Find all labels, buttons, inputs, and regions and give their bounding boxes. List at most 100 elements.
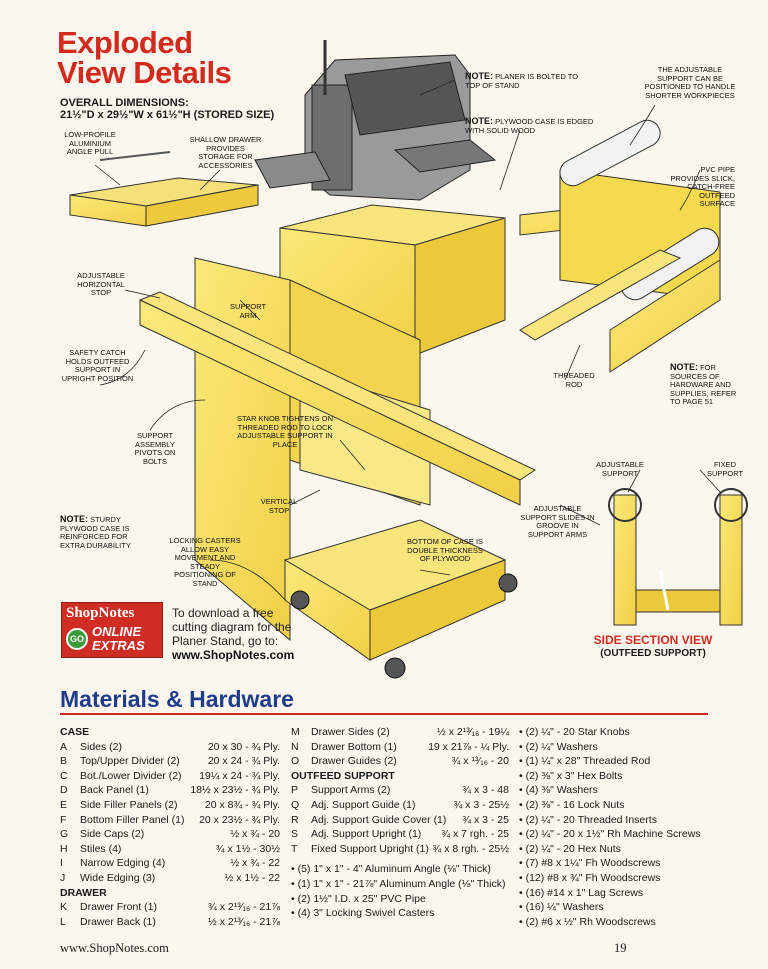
callout-safety-catch: SAFETY CATCH HOLDS OUTFEED SUPPORT IN UP… (61, 348, 134, 383)
note-sturdy-case: NOTE: STURDY PLYWOOD CASE IS REINFORCED … (60, 514, 131, 550)
callout-shallow-drawer: SHALLOW DRAWER PROVIDES STORAGE FOR ACCE… (189, 135, 262, 170)
part-name: Side Filler Panels (2) (80, 798, 178, 811)
part-letter: O (291, 755, 300, 768)
hardware-item: • (2) ¼" - 20 Star Knobs (519, 726, 630, 738)
go-icon: GO (66, 628, 88, 650)
callout-adjustable-support-section: ADJUSTABLE SUPPORT (596, 460, 644, 478)
part-name: Narrow Edging (4) (80, 857, 166, 870)
material-part-row: G Side Caps (2) ½ x ¾ - 20 (60, 827, 280, 842)
planer-machine (254, 40, 497, 201)
materials-section-heading: CASE (60, 726, 90, 738)
part-dimensions: ¾ x 3 - 25½ (453, 798, 509, 811)
part-dimensions: ¾ x 1½ - 30½ (215, 842, 280, 855)
part-letter: L (60, 915, 66, 928)
part-name: Adj. Support Upright (1) (311, 828, 422, 841)
part-dimensions: 20 x 24 - ¾ Ply. (207, 755, 280, 768)
materials-column-3: • (2) ¼" - 20 Star Knobs• (2) ¼" Washers… (519, 725, 719, 929)
hardware-item: • (2) ¼" - 20 Threaded Inserts (519, 813, 657, 826)
note-planer-bolted: NOTE: PLANER IS BOLTED TO TOP OF STAND (465, 71, 579, 90)
note-hardware-sources: NOTE: FOR SOURCES OF HARDWARE AND SUPPLI… (670, 362, 737, 406)
part-name: Adj. Support Guide (1) (311, 798, 416, 811)
material-part-row: T Fixed Support Upright (1)¾ x 8 rgh. - 2… (291, 842, 509, 857)
callout-adjustable-stop: ADJUSTABLE HORIZONTAL STOP (77, 271, 125, 297)
part-dimensions: ¾ x 8 rgh. - 25½ (432, 842, 509, 855)
extras-link[interactable]: www.ShopNotes.com (172, 648, 295, 662)
note-case-edged: NOTE: PLYWOOD CASE IS EDGED WITH SOLID W… (465, 116, 594, 135)
part-letter: C (60, 769, 68, 782)
part-letter: A (60, 740, 68, 753)
leader-lines (94, 79, 721, 601)
materials-column-1: CASE A Sides (2) 20 x 30 - ¾ Ply. B Top/Upper… (60, 725, 280, 929)
part-dimensions: ½ x 2¹³⁄₁₆ - 19¼ (437, 726, 509, 738)
drawer-part (69, 151, 259, 227)
callout-bottom-case: BOTTOM OF CASE IS DOUBLE THICKNESS OF PL… (406, 537, 484, 563)
part-name: Fixed Support Upright (1) (311, 842, 429, 855)
part-name: Drawer Back (1) (80, 915, 156, 928)
dimensions-value: 21½"D x 29½"W x 61½"H (STORED SIZE) (60, 109, 275, 121)
shopnotes-logo: ShopNotes (66, 605, 135, 621)
part-letter: T (291, 842, 298, 855)
materials-divider (60, 713, 708, 715)
material-part-row: I Narrow Edging (4) ½ x ¾ - 22 (60, 856, 280, 871)
title-line-2: View Details (57, 55, 232, 90)
side-section-view (608, 488, 748, 626)
part-dimensions: ¾ x 7 rgh. - 25 (441, 828, 509, 841)
part-dimensions: 19 x 21⅞ - ¼ Ply. (428, 740, 509, 753)
part-dimensions: 18½ x 23½ - ¾ Ply. (190, 784, 280, 797)
callout-slides-groove: ADJUSTABLE SUPPORT SLIDES IN GROOVE IN S… (520, 504, 595, 539)
part-dimensions: ¾ x 2¹³⁄₁₆ - 21⅞ (208, 901, 280, 914)
part-letter: G (60, 828, 69, 841)
part-name: Support Arms (2) (311, 784, 391, 797)
hardware-item: • (1) ¼" x 28" Threaded Rod (519, 755, 651, 768)
exploded-view-drawing (69, 40, 748, 679)
page-number: 19 (614, 941, 627, 955)
part-name: Wide Edging (3) (80, 871, 156, 884)
part-letter: S (291, 828, 299, 841)
callout-support-assembly: SUPPORT ASSEMBLY PIVOTS ON BOLTS (134, 431, 176, 466)
callout-locking-casters: LOCKING CASTERS ALLOW EASY MOVEMENT AND … (169, 536, 241, 588)
dimensions-label: OVERALL DIMENSIONS: (60, 97, 189, 109)
material-part-row: A Sides (2) 20 x 30 - ¾ Ply. (60, 740, 280, 755)
hardware-item: • (2) 1½" I.D. x 25" PVC Pipe (291, 892, 426, 905)
materials-title: Materials & Hardware (60, 686, 294, 712)
part-letter: I (60, 857, 63, 870)
support-arm (138, 291, 537, 506)
part-name: Drawer Front (1) (80, 901, 158, 914)
hardware-item: • (16) ¼" Washers (519, 901, 604, 914)
part-dimensions: ½ x ¾ - 20 (230, 828, 280, 841)
materials-section-heading: OUTFEED SUPPORT (291, 769, 395, 782)
online-extras-text: To download a free cutting diagram for t… (172, 606, 295, 662)
part-dimensions: ½ x ¾ - 22 (230, 857, 280, 870)
callout-vertical-stop: VERTICAL STOP (260, 497, 298, 515)
casters (290, 573, 518, 679)
part-letter: H (60, 842, 68, 855)
side-section-title: SIDE SECTION VIEW (593, 633, 713, 647)
callout-low-profile-pull: LOW-PROFILE ALUMINIUM ANGLE PULL (64, 130, 116, 156)
part-name: Top/Upper Divider (2) (80, 755, 180, 768)
part-dimensions: 20 x 8¾ - ¾ Ply. (204, 798, 280, 811)
part-letter: B (60, 755, 68, 768)
part-dimensions: ¾ x 3 - 25 (462, 813, 509, 826)
part-name: Side Caps (2) (80, 828, 145, 841)
material-part-row: S Adj. Support Upright (1) ¾ x 7 rgh. - 25 (291, 827, 509, 842)
part-letter: P (291, 784, 299, 797)
hardware-item: • (4) 3" Locking Swivel Casters (291, 907, 435, 920)
part-dimensions: 20 x 23½ - ¾ Ply. (199, 813, 280, 826)
title-line-1: Exploded (57, 25, 193, 60)
hardware-item: • (2) #6 x ½" Rh Woodscrews (519, 915, 656, 928)
part-name: Bottom Filler Panel (1) (80, 813, 185, 826)
callout-threaded-rod: THREADED ROD (553, 371, 595, 389)
part-dimensions: 19¼ x 24 - ¾ Ply. (199, 769, 280, 782)
part-name: Sides (2) (80, 740, 123, 753)
part-dimensions: 20 x 30 - ¾ Ply. (207, 740, 280, 753)
hardware-item: • (1) 1" x 1" - 21⅞" Aluminum Angle (⅛" … (291, 877, 506, 890)
